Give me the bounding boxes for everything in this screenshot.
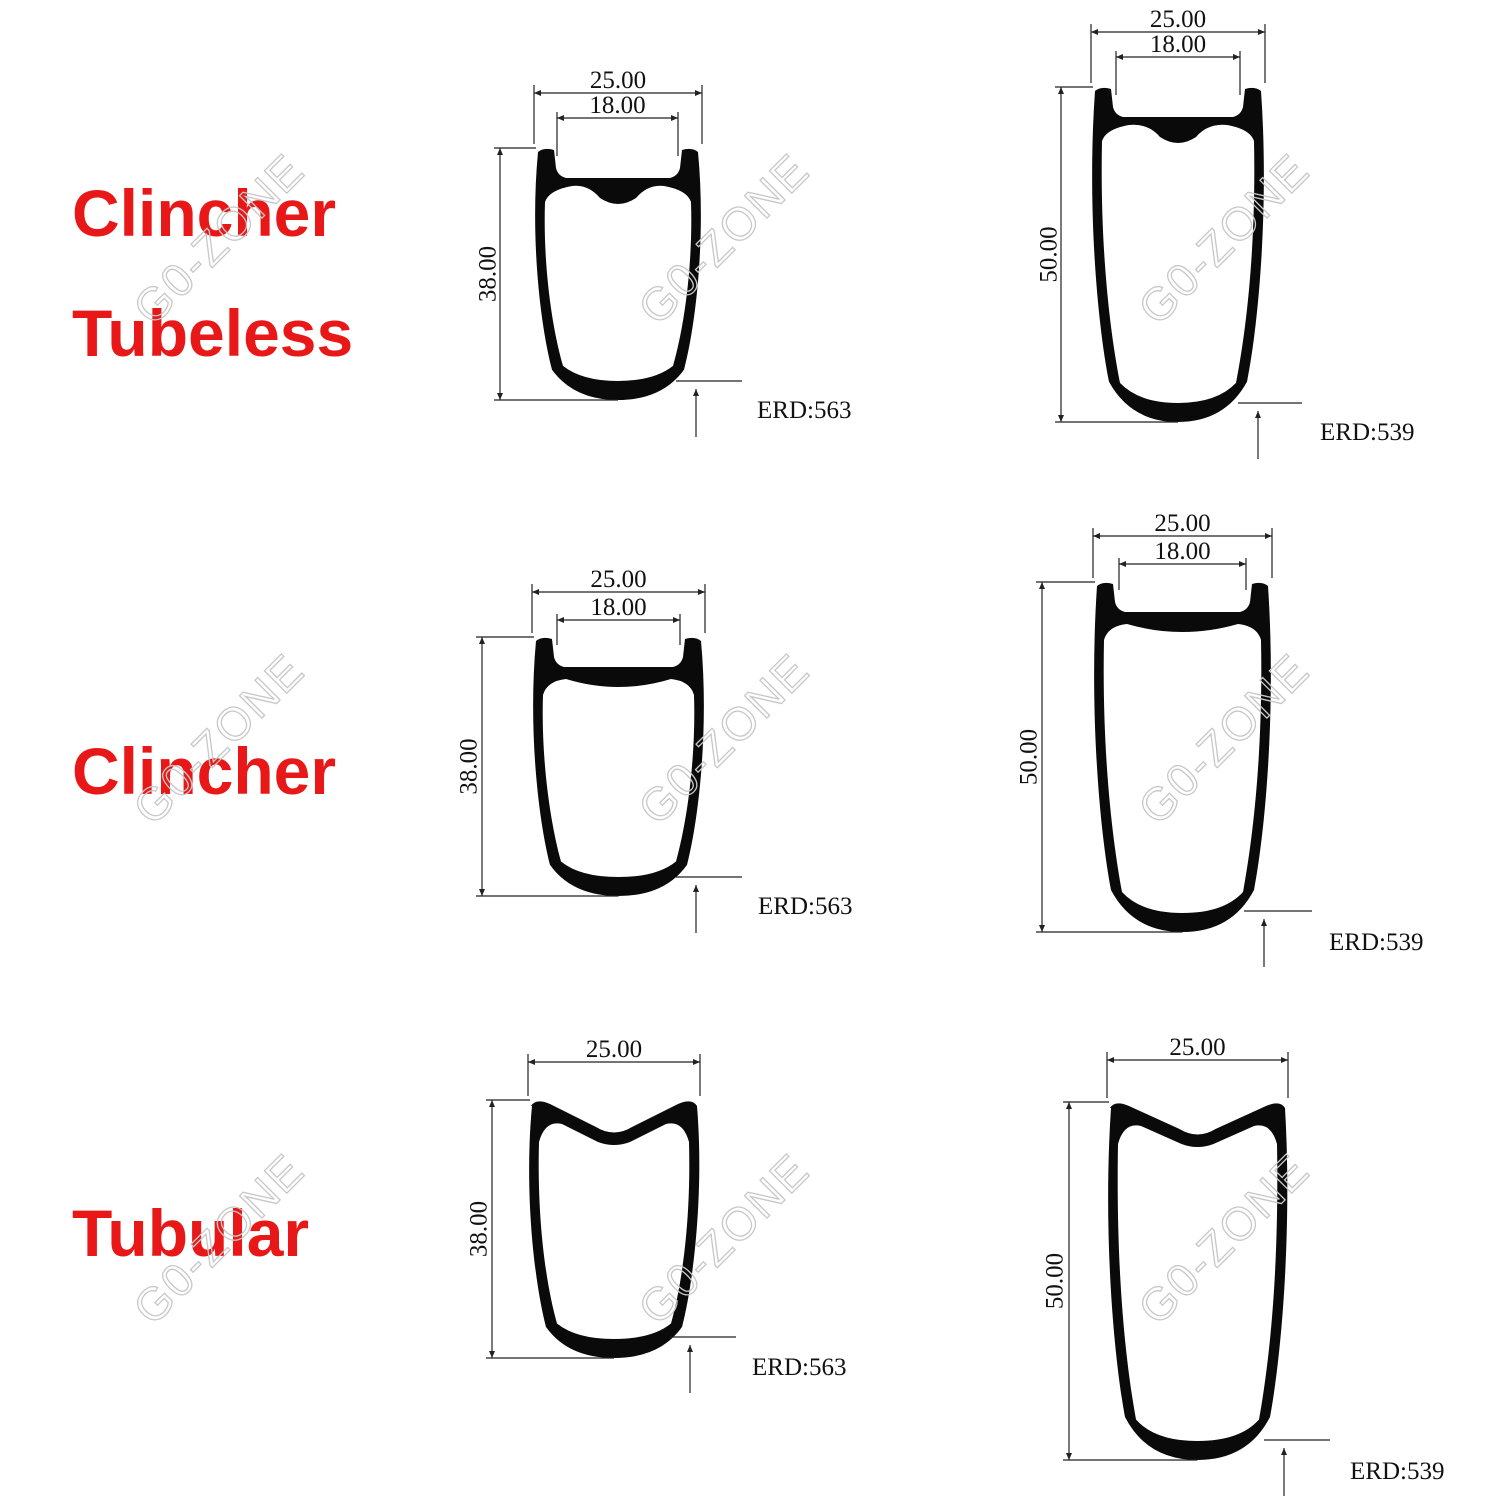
dimension-arrow [671,115,678,121]
dimension-arrow [557,617,564,623]
inner-width-value: 18.00 [1150,31,1206,58]
dimension-arrow [557,115,564,121]
dimension-arrow [489,1351,495,1358]
height-value: 38.00 [466,1201,493,1257]
dimension-arrow [1265,533,1272,539]
watermark-2: G0-ZONE [1128,143,1319,334]
label-clincher: Clincher [72,734,337,808]
rim-profile-shape [533,637,704,896]
dimension-arrow [1066,1102,1072,1109]
outer-width-value: 25.00 [590,67,646,94]
height-value: 50.00 [1016,729,1043,785]
rim-profile-shape [1094,582,1271,932]
inner-width-value: 18.00 [1154,538,1210,565]
erd-value: ERD:539 [1329,929,1423,956]
dimension-arrow [489,1100,495,1107]
rim-profile-shape [529,1101,700,1358]
dimension-arrow [1281,1057,1288,1063]
dimension-arrow [479,889,485,896]
dimension-arrow [1091,29,1098,35]
height-value: 50.00 [1042,1253,1069,1309]
dimension-arrow [695,90,702,96]
dimension-arrow [1258,29,1265,35]
dimension-arrow [693,1059,700,1065]
dimension-arrow [1107,1057,1114,1063]
erd-value: ERD:563 [757,397,851,424]
watermark-6: G0-ZONE [123,1143,314,1334]
inner-width-value: 18.00 [590,594,646,621]
dimension-arrow [534,90,541,96]
erd-arrow [1261,919,1267,926]
dimension-arrow [497,393,503,400]
dimension-arrow [532,589,539,595]
label-clincher-tubeless-line1: Clincher [72,176,337,250]
dimension-arrow [1066,1453,1072,1460]
dimension-arrow [1093,533,1100,539]
watermark-1: G0-ZONE [628,143,819,334]
dimension-arrow [1233,54,1240,60]
inner-width-value: 18.00 [589,92,645,119]
erd-arrow [687,1345,693,1352]
dimension-arrow [528,1059,535,1065]
dimension-arrow [479,637,485,644]
erd-arrow [693,885,699,892]
height-value: 50.00 [1036,226,1063,282]
outer-width-value: 25.00 [590,566,646,593]
outer-width-value: 25.00 [586,1036,642,1063]
dimension-arrow [497,148,503,155]
watermark-5: G0-ZONE [1128,643,1319,834]
height-value: 38.00 [456,738,483,794]
erd-value: ERD:563 [752,1354,846,1381]
erd-value: ERD:539 [1350,1458,1444,1485]
outer-width-value: 25.00 [1150,6,1206,33]
dimension-arrow [698,589,705,595]
dimension-arrow [1239,561,1246,567]
outer-width-value: 25.00 [1154,510,1210,537]
dimension-arrow [1119,561,1126,567]
outer-width-value: 25.00 [1169,1034,1225,1061]
erd-value: ERD:563 [758,893,852,920]
watermark-0: G0-ZONE [123,143,314,334]
height-value: 38.00 [475,246,502,302]
label-tubular: Tubular [72,1196,310,1270]
rim-profile-shape [1092,87,1264,422]
dimension-arrow [1116,54,1123,60]
rim-profile-shape [535,148,701,400]
watermark-7: G0-ZONE [628,1143,819,1334]
erd-value: ERD:539 [1320,419,1414,446]
erd-arrow [1255,411,1261,418]
dimension-arrow [673,617,680,623]
dimension-arrow [1039,582,1045,589]
dimension-arrow [1058,87,1064,94]
dimension-arrow [1039,925,1045,932]
label-clincher-tubeless-line2: Tubeless [72,296,354,370]
erd-arrow [1281,1448,1287,1455]
erd-arrow [693,389,699,396]
watermark-8: G0-ZONE [1128,1143,1319,1334]
watermark-3: G0-ZONE [123,643,314,834]
dimension-arrow [1058,415,1064,422]
